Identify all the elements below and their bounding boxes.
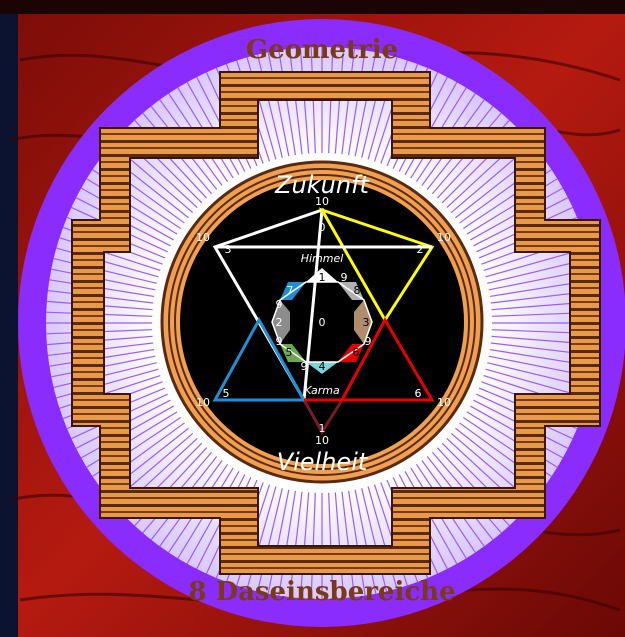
- point-top-left: 10: [196, 231, 210, 244]
- label-karma: Karma: [304, 384, 340, 397]
- tri-bottom-inner: 1: [319, 422, 326, 435]
- tri-bottom-right-inner: 6: [415, 387, 422, 400]
- point-top-right: 10: [437, 231, 451, 244]
- oct-num-2: 2: [276, 316, 283, 329]
- point-bottom-left: 10: [196, 396, 210, 409]
- oct-num-6: 6: [353, 346, 360, 359]
- oct-num-9d: 9: [276, 335, 283, 348]
- oct-num-9e: 9: [301, 360, 308, 373]
- tri-top-inner: 0: [319, 221, 326, 234]
- title-bottom: 8 Daseinsbereiche: [188, 577, 455, 607]
- tri-right-inner: 2: [417, 243, 424, 256]
- oct-num-8: 8: [354, 284, 361, 297]
- oct-num-9a: 9: [341, 271, 348, 284]
- tri-left-inner: 3: [225, 243, 232, 256]
- point-top: 10: [315, 195, 329, 208]
- title-top: Geometrie: [246, 35, 398, 65]
- left-dark-strip: [0, 0, 18, 637]
- oct-num-7: 7: [287, 284, 294, 297]
- oct-num-9c: 9: [365, 335, 372, 348]
- tri-bottom-left-inner: 5: [223, 387, 230, 400]
- center-value: 0: [319, 316, 326, 329]
- point-bottom-right: 10: [437, 396, 451, 409]
- oct-num-3: 3: [363, 316, 370, 329]
- oct-num-5: 5: [286, 346, 293, 359]
- oct-num-9b: 9: [276, 298, 283, 311]
- label-many: Vielheit: [277, 448, 369, 476]
- oct-num-1: 1: [319, 271, 326, 284]
- label-heaven: Himmel: [301, 252, 344, 265]
- point-bottom: 10: [315, 434, 329, 447]
- oct-num-4: 4: [319, 360, 326, 373]
- top-dark-strip: [0, 0, 625, 14]
